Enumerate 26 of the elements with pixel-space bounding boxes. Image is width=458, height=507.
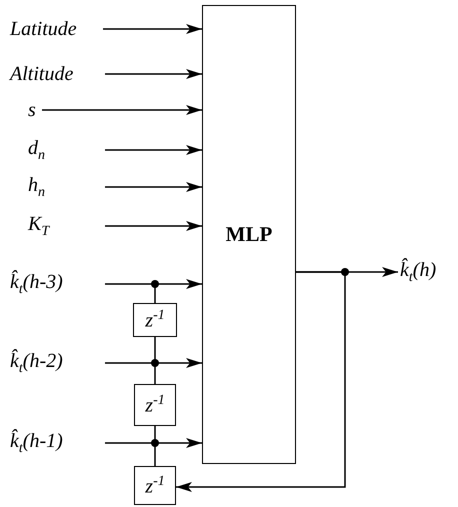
connector-line bbox=[154, 426, 156, 466]
input-label: h$_{n}$ bbox=[8, 174, 105, 200]
delay-block: z$^{-1}$ bbox=[133, 303, 177, 337]
input-label: Latitude bbox=[8, 16, 103, 42]
arrow bbox=[105, 182, 202, 192]
input-label: k̂$_{t}$(h-1) bbox=[8, 427, 105, 459]
arrow bbox=[176, 271, 346, 492]
mlp-block: MLP bbox=[202, 5, 296, 464]
arrow bbox=[105, 221, 202, 231]
arrow bbox=[103, 24, 202, 34]
input-label: K$_{T}$ bbox=[8, 213, 105, 239]
delay-block: z$^{-1}$ bbox=[134, 384, 176, 426]
arrow bbox=[105, 438, 202, 448]
input-label: Altitude bbox=[8, 61, 105, 87]
arrow bbox=[105, 145, 202, 155]
input-label: k̂$_{t}$(h-3) bbox=[8, 268, 105, 300]
input-label: k̂$_{t}$(h-2) bbox=[8, 347, 105, 379]
arrow bbox=[42, 105, 202, 115]
input-label: d$_{n}$ bbox=[8, 137, 105, 163]
arrow bbox=[105, 69, 202, 79]
delay-block: z$^{-1}$ bbox=[134, 466, 176, 505]
arrow bbox=[105, 279, 202, 289]
output-label: k̂$_{t}$(h) bbox=[398, 256, 458, 288]
input-label: s bbox=[26, 97, 42, 123]
connector-line bbox=[154, 337, 156, 384]
arrow bbox=[105, 358, 202, 368]
